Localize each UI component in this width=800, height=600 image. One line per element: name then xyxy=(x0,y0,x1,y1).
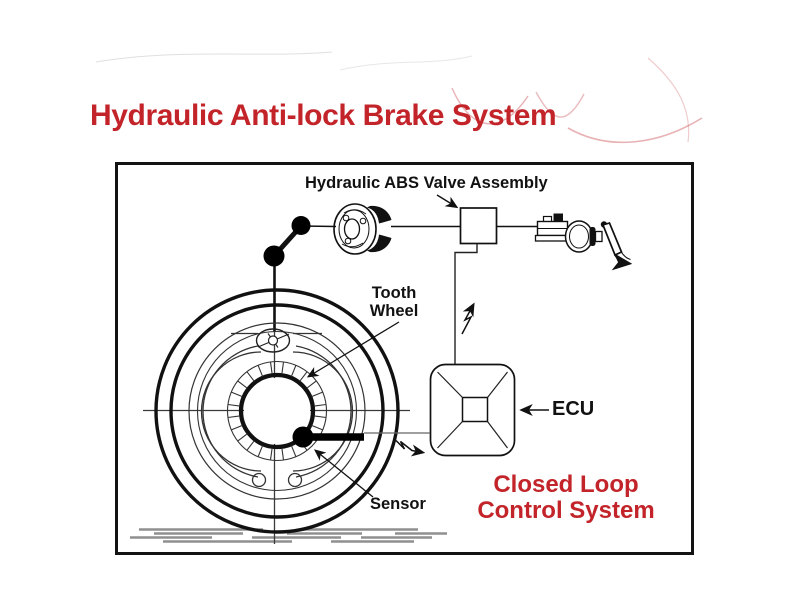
sensor-label: Sensor xyxy=(370,495,426,513)
signal-lightning-icon xyxy=(461,302,475,335)
valve-assembly-label: Hydraulic ABS Valve Assembly xyxy=(305,174,548,192)
tooth-wheel-label-line2: Wheel xyxy=(369,302,419,320)
abs-valve-box xyxy=(459,207,498,245)
diagram-border xyxy=(115,162,694,555)
ecu-label: ECU xyxy=(552,398,595,420)
signal-lightning-icon xyxy=(395,439,426,457)
tooth-wheel-label: Tooth Wheel xyxy=(360,284,428,320)
hydraulic-pump xyxy=(333,203,392,255)
ground-hatching xyxy=(130,528,447,543)
tooth-wheel-arrow xyxy=(306,321,400,378)
brake-drum-wheel xyxy=(154,288,400,534)
tooth-wheel-label-line1: Tooth xyxy=(371,284,417,302)
valve-label-arrow xyxy=(436,194,459,209)
tooth-wheel-ring xyxy=(226,360,328,462)
closed-loop-label: Closed Loop Control System xyxy=(450,472,682,524)
master-cylinder-pedal xyxy=(534,213,633,271)
suspension-linkage xyxy=(263,216,337,267)
sensor-arrow xyxy=(313,449,374,498)
closed-loop-label-line2: Control System xyxy=(477,497,655,524)
signal-lines xyxy=(364,243,478,457)
ecu-box xyxy=(429,363,516,457)
brake-shoes xyxy=(200,332,354,488)
leader-arrows xyxy=(306,194,549,498)
closed-loop-label-line1: Closed Loop xyxy=(493,471,639,498)
wheel-cylinder xyxy=(255,328,291,353)
wheel-speed-sensor xyxy=(292,426,364,448)
page-title: Hydraulic Anti-lock Brake System xyxy=(90,99,557,132)
